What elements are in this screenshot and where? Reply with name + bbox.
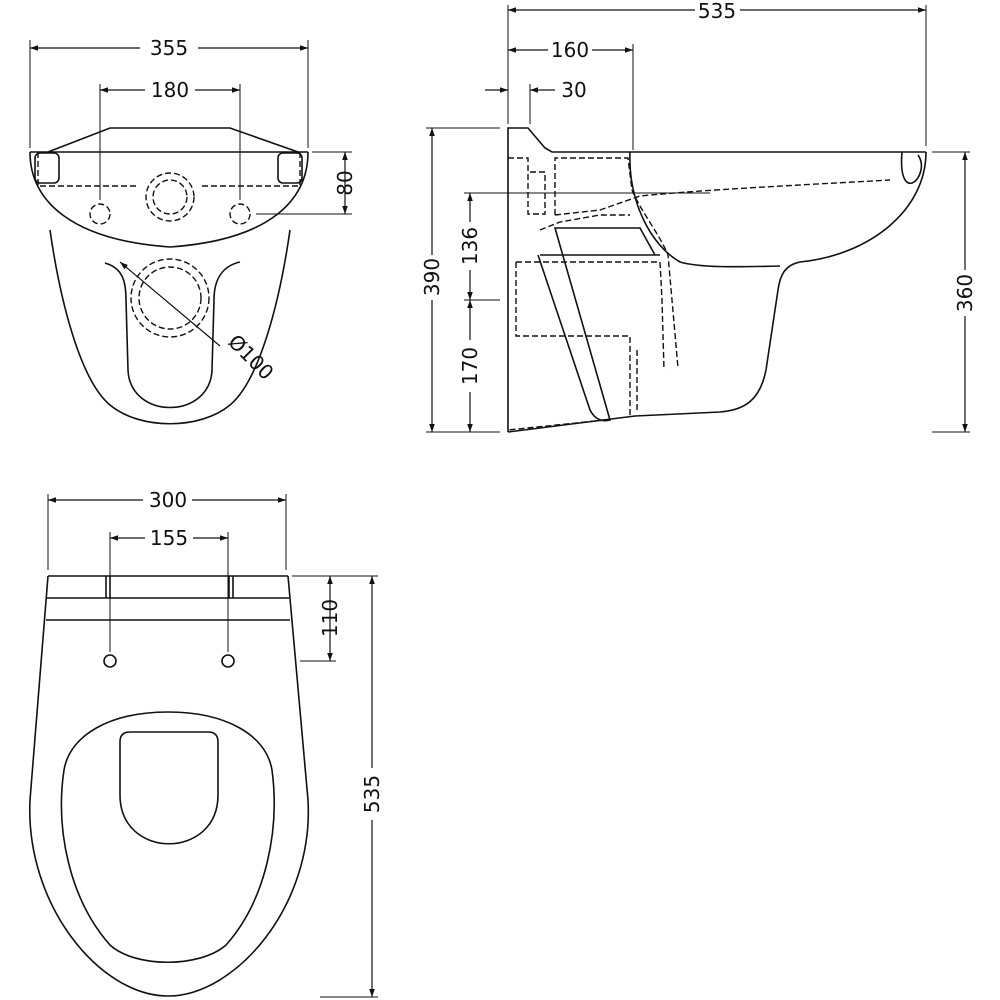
dim-side-inlet-height: 136 (458, 227, 482, 265)
dim-front-width: 355 (150, 36, 188, 60)
dim-side-inlet-offset: 160 (551, 38, 589, 62)
dim-front-fixing-height: 80 (333, 170, 357, 195)
dim-top-seat-fixing-centres: 155 (150, 526, 188, 550)
top-view: 300 155 110 535 (29, 488, 384, 998)
dim-side-projection: 535 (698, 0, 736, 23)
dim-top-width: 300 (149, 488, 187, 512)
front-view: 355 180 80 Ø100 (29, 36, 357, 425)
dim-side-overall-height: 390 (420, 258, 444, 296)
dim-front-fixing-centres: 180 (151, 78, 189, 102)
dim-side-gap: 30 (561, 78, 586, 102)
dim-top-length: 535 (360, 775, 384, 813)
dim-top-seat-fixing-depth: 110 (318, 599, 342, 637)
dim-side-outlet-height: 170 (458, 347, 482, 385)
side-view: 535 160 30 390 136 170 360 (420, 0, 977, 433)
dim-side-bowl-height: 360 (953, 274, 977, 312)
